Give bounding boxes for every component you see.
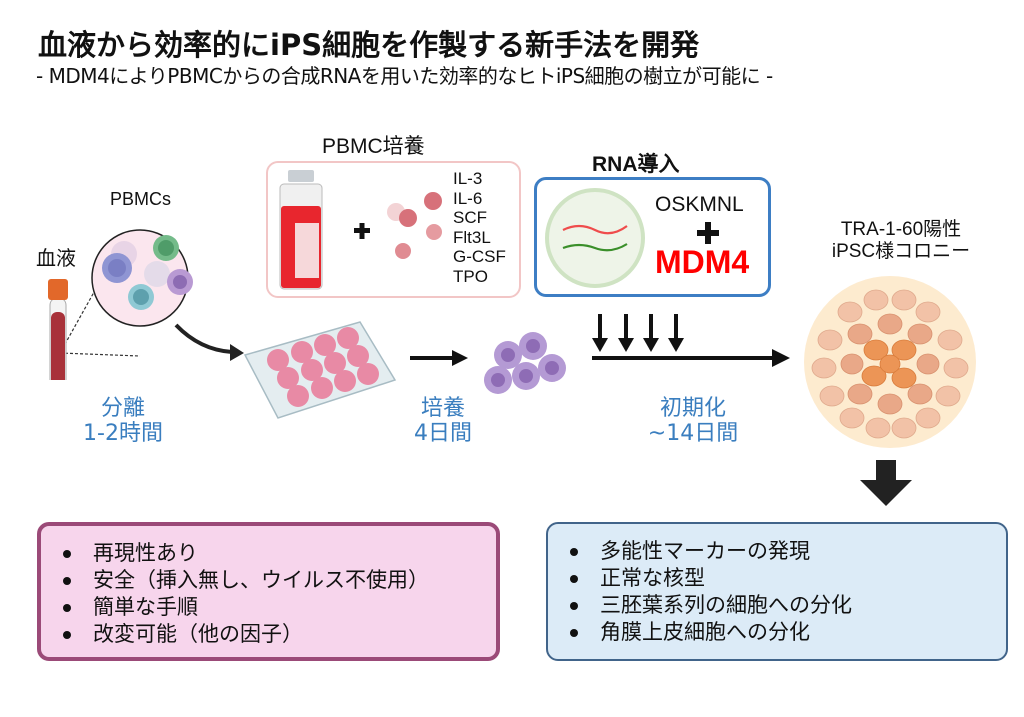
plus-icon (697, 222, 719, 244)
step-name: 分離 (100, 396, 145, 421)
cytokine-item: Flt3L (453, 227, 491, 247)
blood-sample-illustration (48, 229, 244, 380)
process-flow-illustration (243, 314, 790, 419)
step-isolation-label: 分離 1-2時間 (78, 396, 168, 446)
step-duration: 4日間 (414, 421, 472, 446)
validation-text: 三胚葉系列の細胞への分化 (600, 593, 852, 617)
ipsc-colony-icon (804, 276, 976, 448)
validation-item: 角膜上皮細胞への分化 (570, 619, 1006, 646)
arrow-head-icon (230, 344, 244, 361)
cytokine-item: SCF (453, 208, 487, 227)
cytokine-item: IL-6 (453, 188, 483, 208)
advantages-panel: 再現性あり 安全（挿入無し、ウイルス不使用） 簡単な手順 改変可能（他の因子） (37, 522, 500, 661)
cytokine-list: IL-3 IL-6 SCF Flt3L G-CSF TPO (453, 169, 506, 286)
bullet-icon (570, 547, 578, 556)
rna-delivery-arrows-icon (592, 314, 684, 352)
advantage-text: 安全（挿入無し、ウイルス不使用） (93, 568, 429, 592)
validation-panel: 多能性マーカーの発現 正常な核型 三胚葉系列の細胞への分化 角膜上皮細胞への分化 (546, 522, 1008, 661)
cytokine-item: G-CSF (453, 247, 506, 266)
advantage-text: 簡単な手順 (93, 595, 198, 619)
culture-box (266, 161, 521, 298)
oskmnl-label: OSKMNL (655, 193, 744, 216)
validation-text: 正常な核型 (600, 566, 705, 590)
cytokine-item: IL-3 (453, 169, 483, 188)
validation-item: 正常な核型 (570, 565, 1006, 592)
zoom-line-bottom (59, 352, 141, 357)
bullet-icon (570, 601, 578, 610)
validation-item: 三胚葉系列の細胞への分化 (570, 592, 1006, 619)
step-duration: ~14日間 (647, 421, 739, 446)
reprogramming-arrow-icon (592, 349, 790, 367)
colony-label-line1: TRA-1-60陽性 (840, 219, 962, 240)
advantage-text: 改変可能（他の因子） (93, 622, 303, 646)
step-duration: 1-2時間 (83, 421, 163, 446)
culture-media-illustration (279, 170, 442, 290)
cytokine-item: TPO (453, 266, 488, 286)
arrow-right-icon (410, 350, 468, 366)
blood-tube-icon (48, 279, 68, 380)
advantage-item: 再現性あり (63, 540, 496, 567)
media-bottle-icon (279, 170, 323, 290)
validation-text: 多能性マーカーの発現 (600, 539, 810, 563)
advantages-list: 再現性あり 安全（挿入無し、ウイルス不使用） 簡単な手順 改変可能（他の因子） (63, 540, 496, 648)
validation-item: 多能性マーカーの発現 (570, 538, 1006, 565)
page-title: 血液から効率的にiPS細胞を作製する新手法を開発 (38, 28, 700, 62)
step-culture-label: 培養 4日間 (398, 396, 488, 446)
validation-list: 多能性マーカーの発現 正常な核型 三胚葉系列の細胞への分化 角膜上皮細胞への分化 (570, 538, 1006, 646)
bullet-icon (570, 574, 578, 583)
blood-label: 血液 (36, 248, 76, 270)
mdm4-label: MDM4 (655, 244, 750, 280)
pbmc-label: PBMCs (110, 189, 172, 209)
cytokine-dots-icon (387, 192, 442, 259)
curved-arrow-icon (174, 323, 233, 354)
advantage-item: 簡単な手順 (63, 594, 496, 621)
page-subtitle: - MDM4によりPBMCからの合成RNAを用いた効率的なヒトiPS細胞の樹立が… (36, 64, 773, 88)
bullet-icon (63, 603, 71, 612)
bullet-icon (63, 576, 71, 585)
advantage-text: 再現性あり (93, 541, 198, 565)
down-arrow-icon (860, 460, 912, 506)
culture-plate-icon (243, 321, 397, 419)
step-name: 初期化 (659, 396, 726, 421)
rna-title: RNA導入 (592, 153, 680, 176)
plus-icon (354, 223, 370, 239)
expanded-cells-icon (484, 332, 566, 394)
rna-box (534, 177, 771, 297)
rna-dish-icon (545, 188, 645, 288)
advantage-item: 安全（挿入無し、ウイルス不使用） (63, 567, 496, 594)
advantage-item: 改変可能（他の因子） (63, 621, 496, 648)
bullet-icon (63, 630, 71, 639)
validation-text: 角膜上皮細胞への分化 (600, 620, 810, 644)
culture-title: PBMC培養 (322, 135, 425, 158)
colony-label-line2: iPSC様コロニー (831, 241, 971, 262)
step-name: 培養 (420, 396, 465, 421)
pbmc-cells-icon (91, 229, 193, 327)
colony-label: TRA-1-60陽性 iPSC様コロニー (806, 219, 996, 263)
bullet-icon (63, 549, 71, 558)
bullet-icon (570, 628, 578, 637)
step-reprogramming-label: 初期化 ~14日間 (638, 396, 748, 446)
